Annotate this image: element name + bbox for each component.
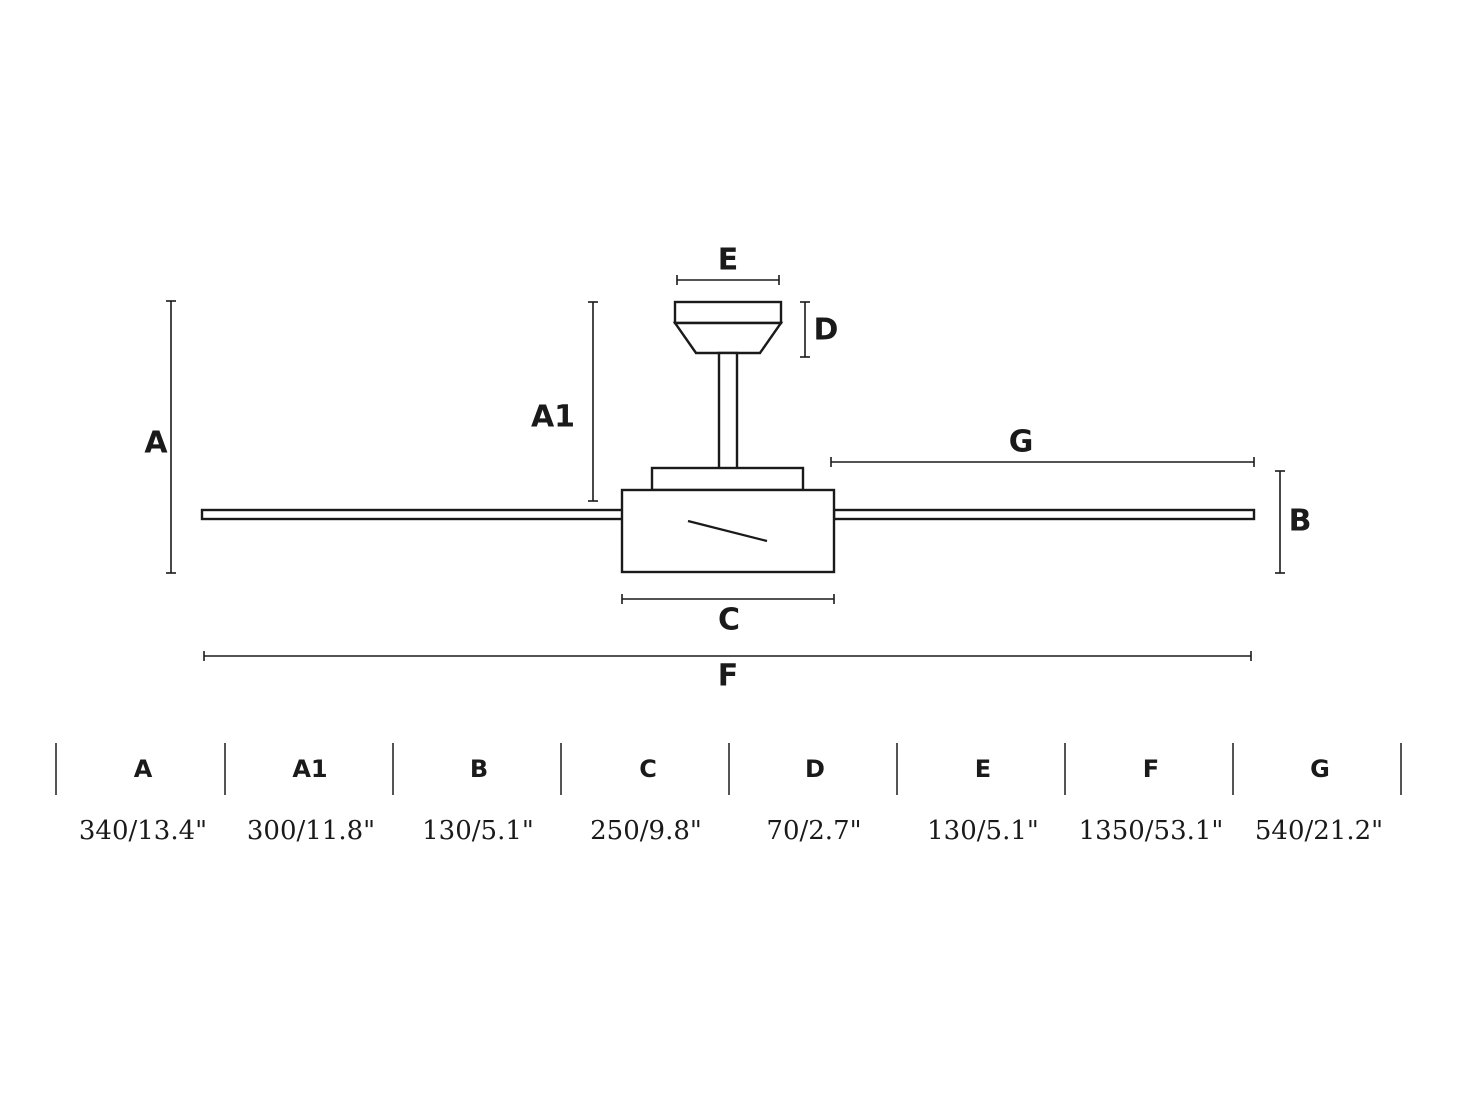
label-g: G (1009, 425, 1034, 460)
table-value-g: 540/21.2" (1255, 816, 1383, 846)
dimension-b (1275, 470, 1285, 574)
label-f: F (718, 659, 739, 694)
dimension-labels: A A1 E D G B C F (144, 243, 1311, 694)
dimension-d (800, 301, 810, 358)
canopy (672, 300, 784, 355)
table-header-b: B (470, 755, 488, 783)
dimension-f (203, 651, 1252, 661)
fan-drawing (200, 300, 1256, 574)
label-b: B (1289, 504, 1312, 539)
dimension-c (621, 594, 835, 604)
left-blade (200, 508, 625, 521)
right-blade (832, 508, 1256, 521)
motor-collar (650, 466, 805, 492)
table-header-c: C (639, 755, 657, 783)
table-value-e: 130/5.1" (927, 816, 1039, 846)
table-value-a: 340/13.4" (79, 816, 207, 846)
dimension-lines (166, 275, 1285, 661)
label-a1: A1 (531, 400, 575, 435)
table-header-a: A (134, 755, 153, 783)
table-value-d: 70/2.7" (766, 816, 861, 846)
dimension-a (166, 300, 176, 574)
table-header-g: G (1310, 755, 1330, 783)
table-value-f: 1350/53.1" (1079, 816, 1224, 846)
dimensions-table: A A1 B C D E F G 340/13.4" 300/11.8" 130… (55, 743, 1402, 846)
dimension-e (676, 275, 780, 285)
table-value-b: 130/5.1" (422, 816, 534, 846)
table-header-d: D (805, 755, 825, 783)
label-c: C (718, 603, 740, 638)
label-e: E (718, 243, 739, 278)
label-d: D (814, 313, 839, 348)
table-value-c: 250/9.8" (590, 816, 702, 846)
table-header-f: F (1143, 755, 1159, 783)
motor-slash-mark (687, 519, 768, 543)
table-header-e: E (975, 755, 991, 783)
dimension-a1 (588, 301, 598, 502)
label-a: A (144, 426, 168, 461)
dimension-g (830, 457, 1255, 467)
table-header-a1: A1 (292, 755, 327, 783)
table-value-a1: 300/11.8" (247, 816, 375, 846)
downrod (717, 351, 739, 471)
